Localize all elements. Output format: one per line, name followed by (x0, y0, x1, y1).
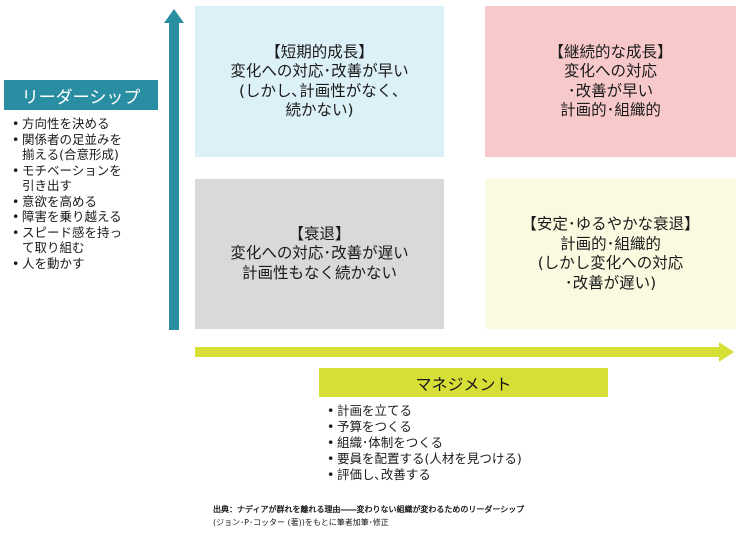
management-item: 要員を配置する(人材を見つける) (327, 451, 587, 467)
management-list: 計画を立てる 予算をつくる 組織･体制をつくる 要員を配置する(人材を見つける)… (327, 403, 587, 483)
quadrant-stable-gradual-decline: 【安定･ゆるやかな衰退】 計画的･組織的 (しかし変化への対応 ･改善が遅い) (485, 179, 736, 329)
management-item: 組織･体制をつくる (327, 435, 587, 451)
leadership-item: 人を動かす (12, 256, 162, 272)
leadership-item: モチベーションを 引き出す (12, 163, 162, 194)
leadership-item: 関係者の足並みを 揃える(合意形成) (12, 132, 162, 163)
leadership-item: 障害を乗り越える (12, 209, 162, 225)
management-item: 評価し､改善する (327, 467, 587, 483)
arrow-up-icon (164, 9, 184, 23)
arrow-right-icon (719, 342, 734, 362)
management-item: 計画を立てる (327, 403, 587, 419)
leadership-item: 意欲を高める (12, 194, 162, 210)
source-note: (ジョン･P･コッター (著))をもとに筆者加筆･修正 (213, 518, 389, 527)
leadership-item: スピード感を持っ て取り組む (12, 225, 162, 256)
leadership-label: リーダーシップ (4, 80, 158, 110)
quadrant-decline: 【衰退】 変化への対応･改善が遅い 計画性もなく続かない (195, 179, 444, 329)
quadrant-short-term-growth: 【短期的成長】 変化への対応･改善が早い (しかし､計画性がなく､ 続かない) (195, 6, 444, 157)
horizontal-axis-arrow (195, 347, 721, 357)
source-citation: 出典：ナディアが群れを離れる理由――変わりない組織が変わるためのリーダーシップ (213, 505, 525, 514)
leadership-list: 方向性を決める 関係者の足並みを 揃える(合意形成) モチベーションを 引き出す… (12, 116, 162, 271)
quadrant-continuous-growth: 【継続的な成長】 変化への対応 ･改善が早い 計画的･組織的 (485, 6, 736, 157)
quadrant-text: 【継続的な成長】 変化への対応 ･改善が早い 計画的･組織的 (548, 42, 673, 120)
quadrant-text: 【安定･ゆるやかな衰退】 計画的･組織的 (しかし変化への対応 ･改善が遅い) (521, 215, 700, 292)
management-label: マネジメント (319, 368, 608, 397)
quadrant-text: 【短期的成長】 変化への対応･改善が早い (しかし､計画性がなく､ 続かない) (230, 42, 409, 120)
vertical-axis-arrow (169, 22, 179, 330)
management-item: 予算をつくる (327, 419, 587, 435)
quadrant-text: 【衰退】 変化への対応･改善が遅い 計画性もなく続かない (230, 224, 409, 282)
leadership-item: 方向性を決める (12, 116, 162, 132)
